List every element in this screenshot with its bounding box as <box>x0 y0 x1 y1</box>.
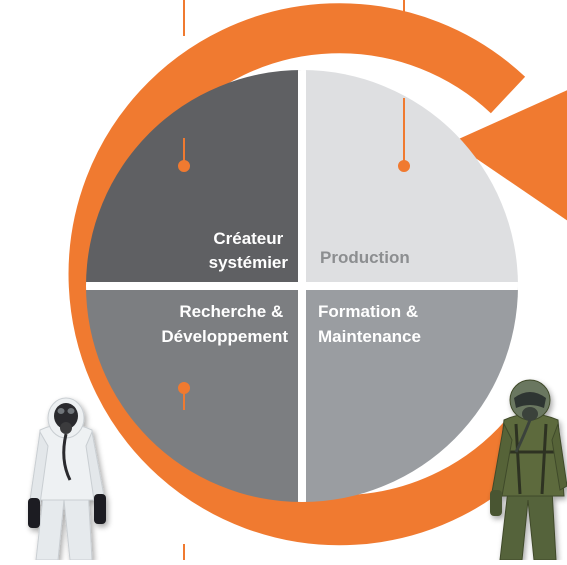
label-top-right-line1: Production <box>320 248 410 267</box>
label-bottom-left-line2: Développement <box>161 327 288 346</box>
pilot-flight-suit-person-icon <box>490 379 567 561</box>
label-bottom-right-line1: Formation & <box>318 302 418 321</box>
cycle-arrowhead <box>452 90 567 221</box>
divider-horizontal <box>86 282 518 290</box>
connector-dot-top-right <box>398 160 410 172</box>
label-top-left-line1: Créateur <box>213 229 283 248</box>
connectors <box>178 0 410 560</box>
label-top-left-line2: systémier <box>209 253 289 272</box>
label-top-right: Production <box>320 248 410 267</box>
label-bottom-right-line2: Maintenance <box>318 327 421 346</box>
label-top-left: Créateur systémier <box>209 229 289 272</box>
connector-dot-top-left <box>178 160 190 172</box>
label-bottom-left-line1: Recherche & <box>179 302 283 321</box>
hazmat-suit-person-icon <box>28 397 106 561</box>
divider-vertical <box>298 70 306 502</box>
label-bottom-right: Formation & Maintenance <box>318 302 423 346</box>
label-bottom-left: Recherche & Développement <box>161 302 288 346</box>
